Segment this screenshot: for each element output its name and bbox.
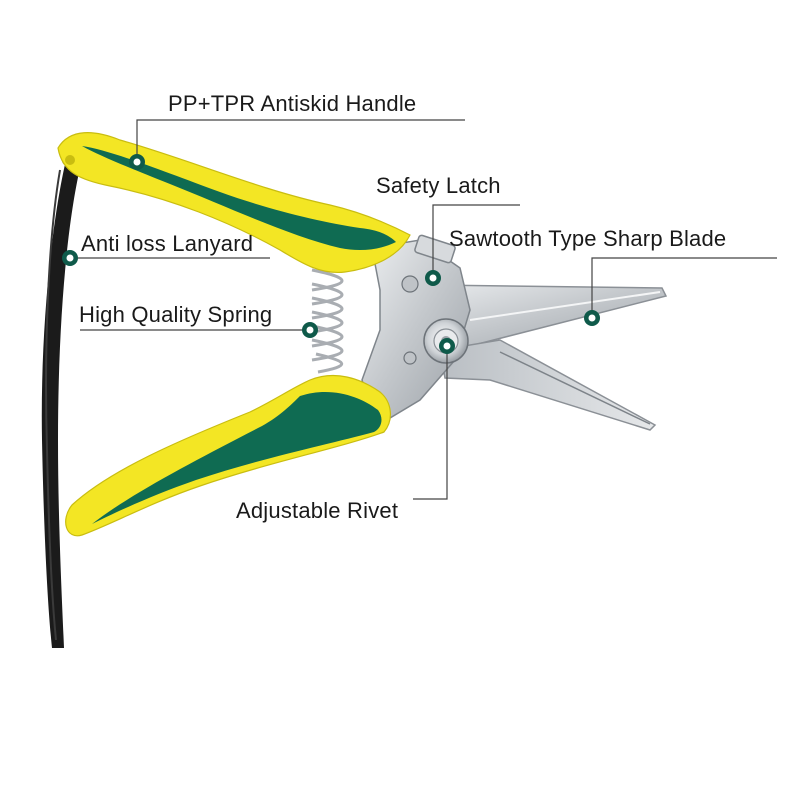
callout-label-handle: PP+TPR Antiskid Handle — [168, 91, 417, 116]
callout-label-latch: Safety Latch — [376, 173, 501, 198]
callout-dots — [62, 154, 600, 354]
lower-blade — [439, 339, 657, 431]
callout-label-spring: High Quality Spring — [79, 302, 273, 327]
callout-line-handle — [136, 119, 465, 162]
callout-label-lanyard: Anti loss Lanyard — [81, 231, 254, 256]
upper-handle — [57, 132, 411, 274]
lower-handle — [65, 374, 391, 537]
callout-label-blade: Sawtooth Type Sharp Blade — [449, 226, 727, 251]
callout-lines — [70, 119, 777, 500]
lanyard — [41, 154, 80, 648]
callout-label-rivet: Adjustable Rivet — [236, 498, 399, 523]
callout-line-blade — [591, 257, 777, 318]
callout-line-rivet — [413, 346, 448, 500]
callout-line-latch — [432, 204, 520, 278]
callout-dot-handle — [129, 154, 145, 170]
callout-dot-spring — [302, 322, 318, 338]
callout-dot-rivet — [439, 338, 455, 354]
callout-dot-blade — [584, 310, 600, 326]
callout-dot-latch — [425, 270, 441, 286]
callout-dot-lanyard — [62, 250, 78, 266]
spring — [311, 268, 344, 374]
